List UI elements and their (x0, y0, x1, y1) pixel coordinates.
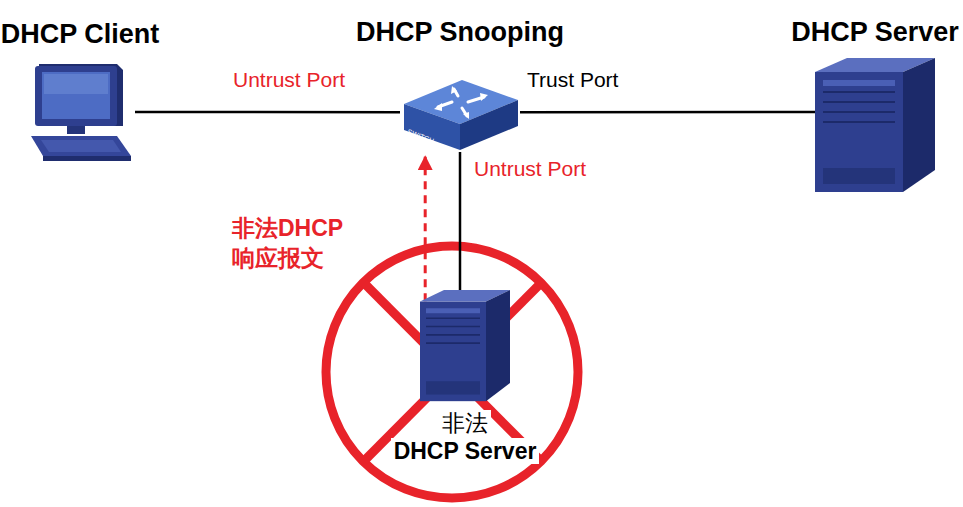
prohibition-circle (326, 246, 578, 498)
port-label: Untrust Port (474, 157, 586, 181)
server-icon (815, 58, 935, 193)
dhcp-server: DHCP Server (815, 58, 935, 193)
node-title: 非法 (439, 410, 491, 436)
link-line (520, 111, 815, 114)
server-icon (420, 290, 510, 402)
port-label: Untrust Port (233, 68, 345, 92)
computer-icon (25, 62, 135, 162)
node-title: DHCP Server (788, 17, 962, 48)
link-line (459, 152, 462, 290)
prohibition-cross (364, 283, 541, 461)
node-title: DHCP Snooping (353, 17, 567, 48)
client-computer: DHCP Client (25, 62, 135, 162)
attack-arrow (424, 157, 427, 302)
node-title: DHCP Client (0, 19, 162, 50)
prohibition-cross (364, 283, 541, 461)
rogue-server: 非法DHCP Server (420, 290, 510, 402)
edge-label: 非法DHCP 响应报文 (232, 214, 354, 274)
node-title: DHCP Server (391, 438, 540, 464)
link-line (135, 111, 400, 114)
port-label: Trust Port (527, 68, 618, 92)
